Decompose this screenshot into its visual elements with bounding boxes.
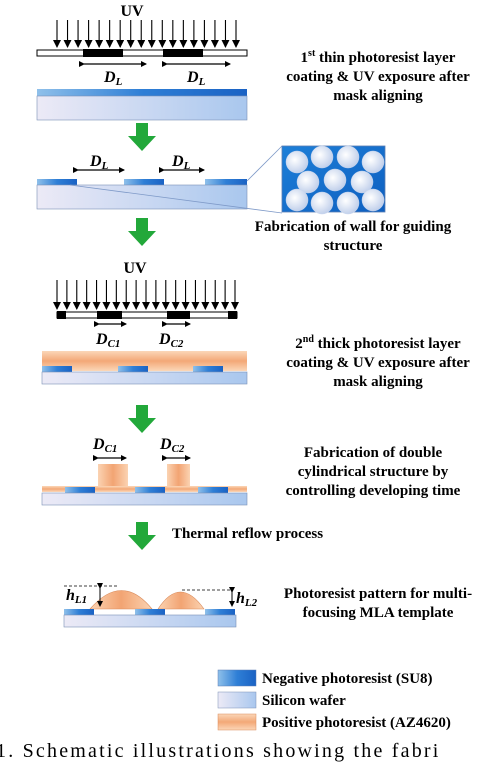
step6-text: Photoresist pattern for multi- focusing … <box>284 586 472 621</box>
legend-label-wafer: Silicon wafer <box>262 693 346 709</box>
microsphere <box>361 150 385 174</box>
su8-wall <box>198 487 228 493</box>
zoom-line <box>246 145 283 182</box>
step2-illustration: DL DL <box>36 145 386 215</box>
step6-illustration: hL1 hL2 <box>63 583 258 628</box>
step4-illustration: DC1 DC2 <box>41 436 248 506</box>
process-arrow-2 <box>128 218 156 246</box>
step4-text: Fabrication of double cylindrical struct… <box>286 445 461 499</box>
microsphere <box>323 168 347 192</box>
az4620-cylinder <box>167 464 190 492</box>
hl2-label: hL2 <box>236 590 258 609</box>
mask-opaque-region <box>97 311 122 319</box>
su8-wall <box>42 366 72 372</box>
microsphere <box>296 170 320 194</box>
silicon-wafer <box>36 95 248 121</box>
su8-wall <box>124 179 164 185</box>
microsphere <box>361 188 385 212</box>
legend: Negative photoresist (SU8) Silicon wafer… <box>217 669 451 731</box>
step5-text: Thermal reflow process <box>172 526 323 542</box>
microsphere <box>310 145 334 169</box>
dl-label: DL <box>103 69 123 88</box>
su8-thin-layer <box>37 89 247 96</box>
microlens-2 <box>157 591 205 610</box>
zoom-line <box>69 184 283 214</box>
su8-wall <box>193 366 223 372</box>
microlens-1 <box>89 590 153 610</box>
silicon-wafer <box>41 492 248 506</box>
dl-label: DL <box>171 153 191 172</box>
dc1-label: DC1 <box>95 331 120 350</box>
step1-text: 1st thin photoresist layer coating & UV … <box>286 48 470 104</box>
hl1-label: hL1 <box>66 587 87 606</box>
su8-wall <box>64 609 94 615</box>
legend-label-su8: Negative photoresist (SU8) <box>262 671 433 687</box>
su8-wall <box>37 179 77 185</box>
silicon-wafer <box>41 371 248 385</box>
mask-opaque-region <box>57 311 66 319</box>
mask-opaque-region <box>83 49 123 57</box>
microsphere <box>350 170 374 194</box>
process-arrow-3 <box>128 405 156 433</box>
su8-wall <box>135 487 165 493</box>
mask-opaque-region <box>163 49 203 57</box>
microsphere <box>336 145 360 169</box>
step2-text: Fabrication of wall for guiding structur… <box>255 219 451 254</box>
dl-label: DL <box>89 153 109 172</box>
microsphere <box>285 188 309 212</box>
microsphere <box>310 191 334 215</box>
process-arrow-1 <box>128 123 156 151</box>
uv-rays-2 <box>53 280 239 310</box>
legend-swatch-wafer <box>217 691 257 709</box>
uv-rays-1 <box>53 20 240 48</box>
silicon-wafer <box>36 184 248 210</box>
dc1-label: DC1 <box>92 436 117 455</box>
photomask-1 <box>36 49 248 57</box>
mask-opaque-region <box>228 311 237 319</box>
su8-wall <box>135 609 165 615</box>
dc2-label: DC2 <box>158 331 184 350</box>
photomask-2 <box>56 311 238 319</box>
su8-wall <box>118 366 148 372</box>
process-arrow-4 <box>128 522 156 550</box>
zoom-circles <box>285 145 385 215</box>
su8-wall <box>65 487 95 493</box>
legend-swatch-su8 <box>217 669 257 687</box>
microsphere <box>285 150 309 174</box>
uv-label-2: UV <box>123 260 147 277</box>
step1-illustration: UV DL DL <box>36 3 248 121</box>
step3-illustration: UV DC1 DC2 <box>41 260 248 385</box>
dl-label: DL <box>186 69 206 88</box>
silicon-wafer <box>63 614 237 628</box>
dc2-label: DC2 <box>159 436 185 455</box>
step3-text: 2nd thick photoresist layer coating & UV… <box>286 334 470 390</box>
mask-opaque-region <box>167 311 190 319</box>
su8-wall <box>205 179 247 185</box>
su8-wall <box>205 609 235 615</box>
legend-label-az4620: Positive photoresist (AZ4620) <box>262 715 451 731</box>
microsphere <box>336 191 360 215</box>
legend-swatch-az4620 <box>217 713 257 731</box>
uv-label-1: UV <box>120 3 144 20</box>
figure-caption: 1. Schematic illustrations showing the f… <box>0 740 441 762</box>
